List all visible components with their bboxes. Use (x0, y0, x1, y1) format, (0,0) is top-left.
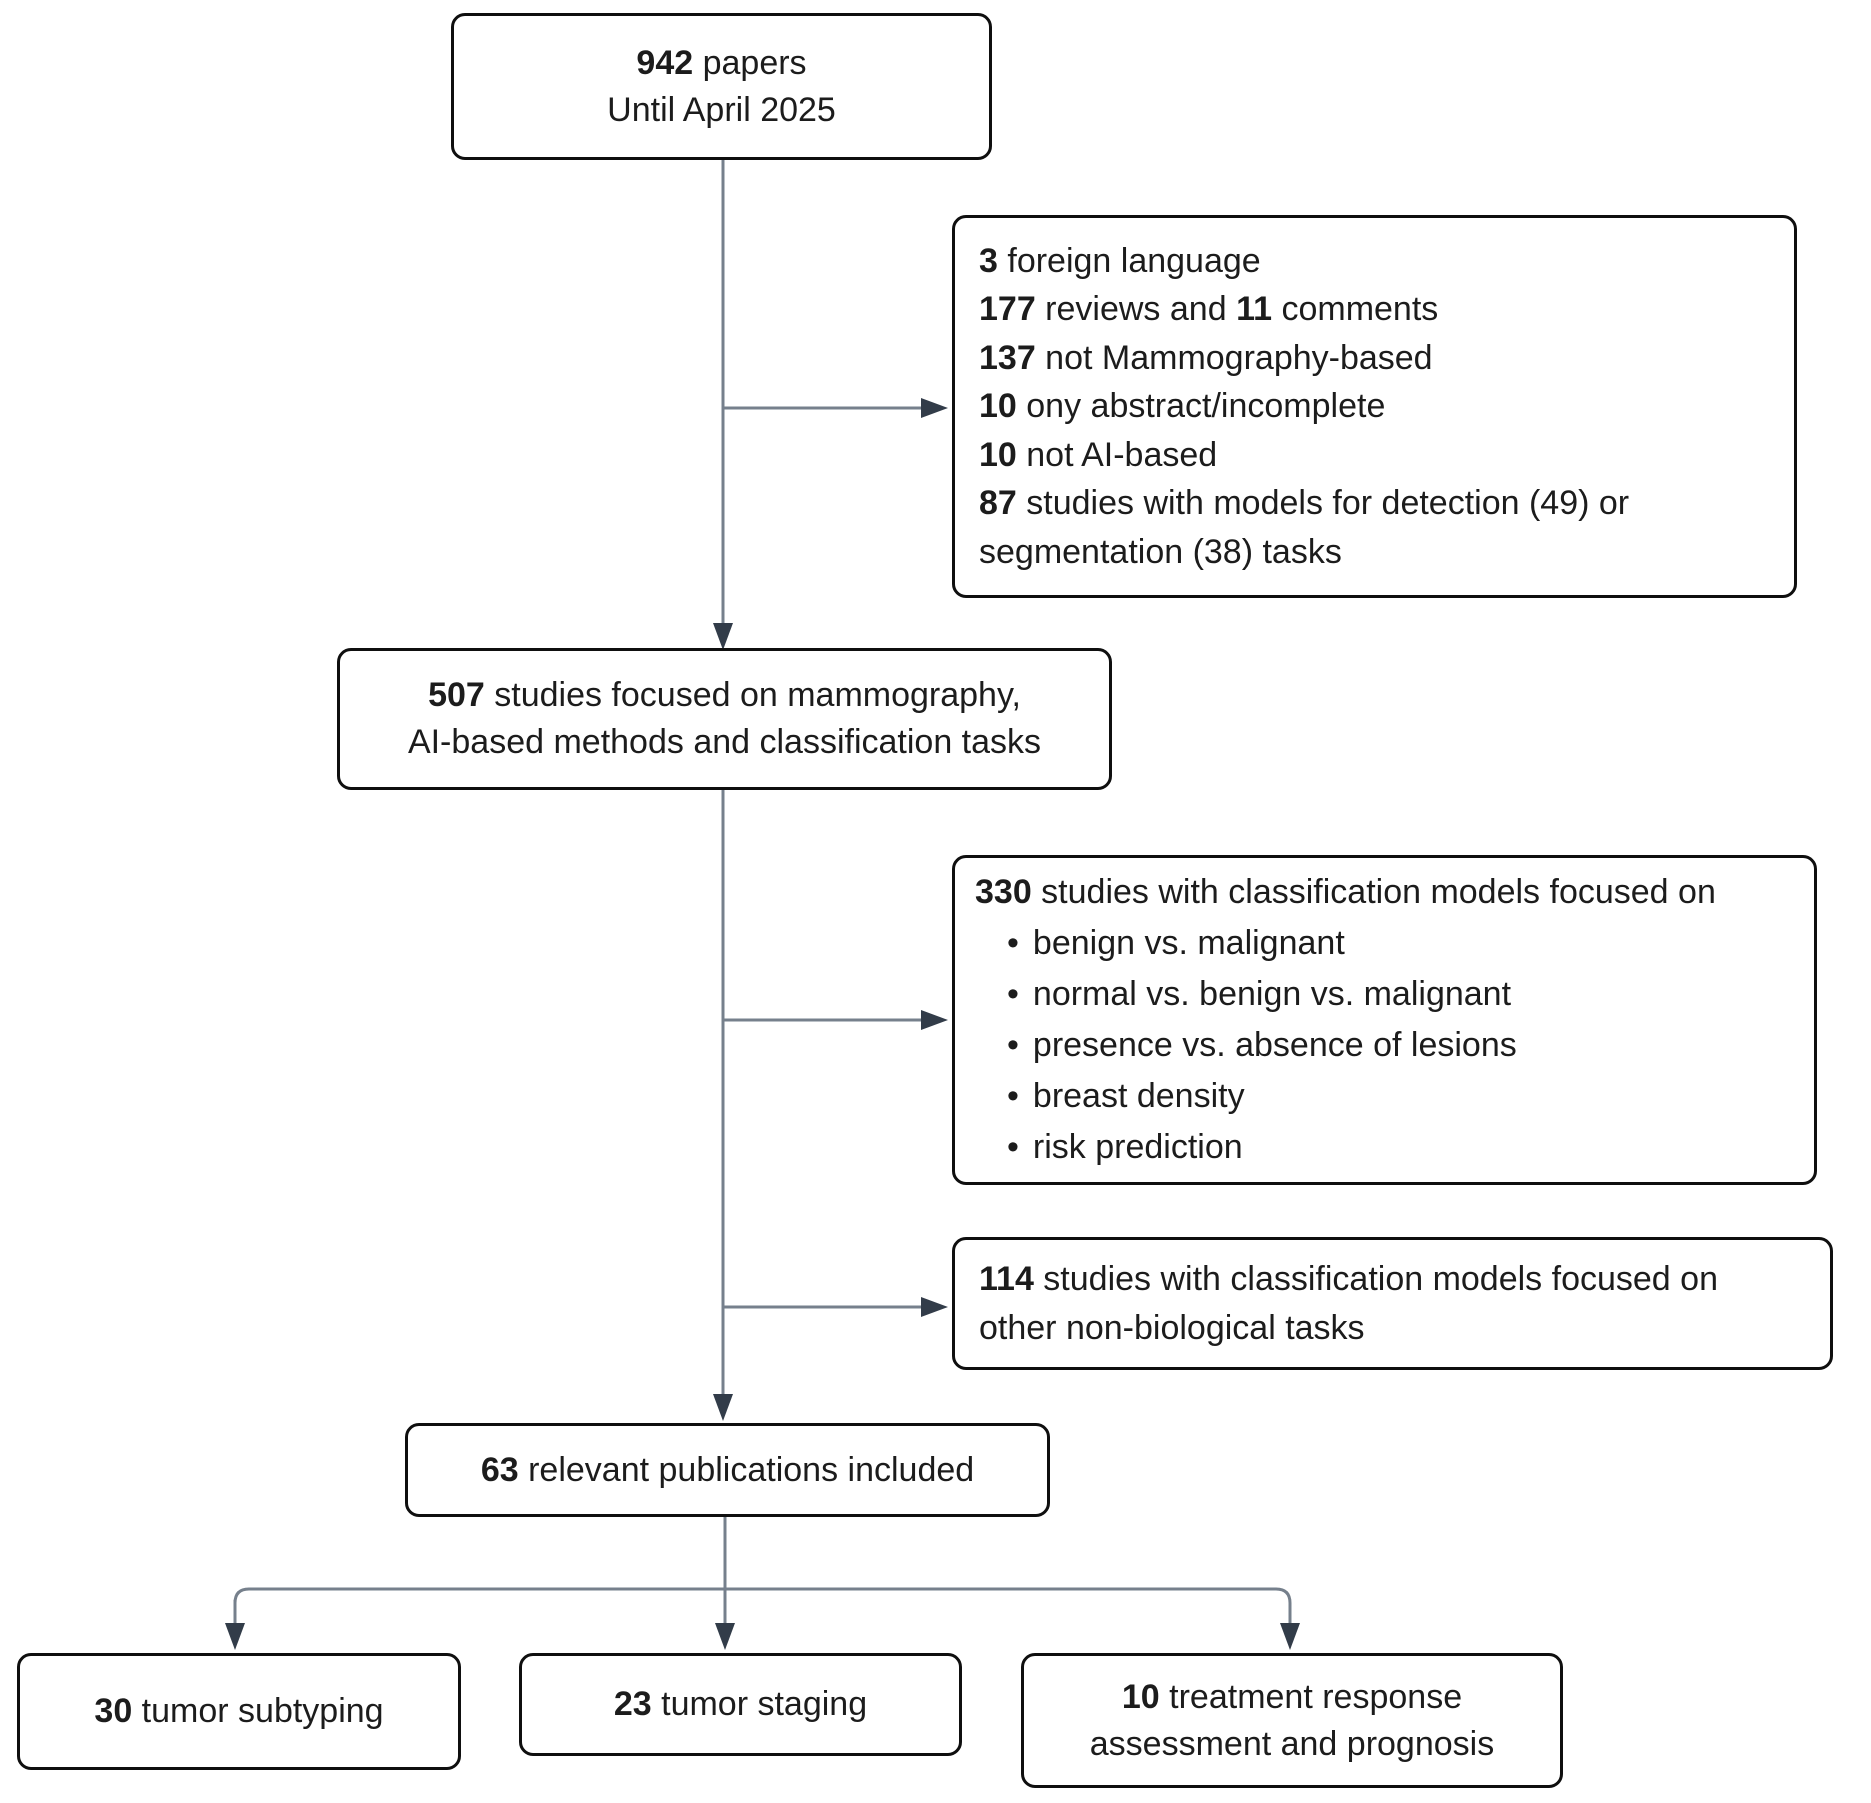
excluded-line: 87 studies with models for detection (49… (979, 479, 1770, 576)
arrowhead-down-subtyping (225, 1623, 245, 1650)
arrowhead-down-treatment (1280, 1623, 1300, 1650)
included-label: relevant publications included (518, 1450, 975, 1489)
subtyping-number: 30 (94, 1692, 133, 1731)
arrowhead-right-classification-biological (921, 1010, 948, 1030)
bullet-item: benign vs. malignant (975, 918, 1794, 969)
focused-label: studies focused on mammography, (484, 676, 1021, 715)
arrowhead-down-included (713, 1394, 733, 1421)
arrowhead-down-focused (713, 623, 733, 650)
box-classification-biological: 330 studies with classification models f… (952, 855, 1817, 1185)
excluded-reason-2: comments (1272, 290, 1439, 329)
classification-other-label: studies with classification models focus… (1033, 1259, 1718, 1298)
excluded-reason: ony abstract/incomplete (1016, 387, 1386, 426)
bullet-item: breast density (975, 1071, 1794, 1122)
treatment-line-2: assessment and prognosis (1089, 1724, 1495, 1763)
included-line: 63 relevant publications included (481, 1447, 974, 1494)
excluded-count: 10 (979, 435, 1017, 474)
bullet-item: presence vs. absence of lesions (975, 1020, 1794, 1071)
excluded-line: 3 foreign language (979, 237, 1770, 286)
classification-biological-number: 330 (975, 873, 1032, 911)
excluded-count: 10 (979, 387, 1017, 426)
treatment-number: 10 (1121, 1677, 1160, 1716)
excluded-reason: not Mammography-based (1035, 338, 1433, 377)
excluded-count: 3 (979, 241, 998, 280)
box-classification-other: 114 studies with classification models f… (952, 1237, 1833, 1370)
arrowhead-right-excluded (921, 398, 948, 418)
papers-count-line: 942 papers (636, 40, 806, 87)
box-tumor-staging: 23 tumor staging (519, 1653, 962, 1756)
excluded-count: 87 (979, 484, 1017, 523)
subtyping-label: tumor subtyping (132, 1692, 384, 1731)
focused-line-2: AI-based methods and classification task… (407, 723, 1042, 761)
focused-number: 507 (428, 676, 485, 715)
staging-number: 23 (613, 1685, 652, 1724)
box-excluded-studies: 3 foreign language 177 reviews and 11 co… (952, 215, 1797, 598)
classification-other-header: 114 studies with classification models f… (979, 1255, 1806, 1304)
focused-count-line: 507 studies focused on mammography, (428, 672, 1021, 719)
classification-other-number: 114 (979, 1259, 1034, 1298)
papers-label: papers (693, 43, 807, 82)
excluded-line: 10 not AI-based (979, 431, 1770, 480)
classification-other-line-2: other non-biological tasks (979, 1308, 1365, 1347)
bullet-item: normal vs. benign vs. malignant (975, 969, 1794, 1020)
bullet-item: risk prediction (975, 1122, 1794, 1173)
papers-number: 942 (636, 43, 694, 82)
papers-date-line: Until April 2025 (607, 90, 836, 129)
staging-label: tumor staging (651, 1685, 868, 1724)
excluded-count: 177 (979, 290, 1036, 329)
box-papers-total: 942 papers Until April 2025 (451, 13, 992, 160)
classification-biological-label: studies with classification models focus… (1031, 873, 1716, 911)
excluded-count-2: 11 (1236, 290, 1273, 329)
excluded-count: 137 (979, 338, 1036, 377)
box-focused-studies: 507 studies focused on mammography, AI-b… (337, 648, 1112, 790)
treatment-line-1: 10 treatment response (1122, 1674, 1462, 1721)
included-number: 63 (480, 1450, 519, 1489)
excluded-line: 137 not Mammography-based (979, 334, 1770, 383)
box-treatment-response: 10 treatment response assessment and pro… (1021, 1653, 1563, 1788)
excluded-reason: reviews and (1035, 290, 1237, 329)
classification-biological-header: 330 studies with classification models f… (975, 867, 1794, 918)
box-included-publications: 63 relevant publications included (405, 1423, 1050, 1517)
connector-branch-bar (233, 1587, 1292, 1625)
excluded-reason: not AI-based (1016, 435, 1218, 474)
excluded-reason: studies with models for detection (49) o… (979, 484, 1630, 571)
box-tumor-subtyping: 30 tumor subtyping (17, 1653, 461, 1770)
excluded-line: 10 ony abstract/incomplete (979, 382, 1770, 431)
excluded-reason: foreign language (997, 241, 1261, 280)
treatment-label: treatment response (1159, 1677, 1463, 1716)
arrowhead-right-classification-other (921, 1297, 948, 1317)
arrowhead-down-staging (715, 1623, 735, 1650)
staging-line: 23 tumor staging (614, 1681, 867, 1728)
excluded-line: 177 reviews and 11 comments (979, 285, 1770, 334)
subtyping-line: 30 tumor subtyping (94, 1688, 383, 1735)
